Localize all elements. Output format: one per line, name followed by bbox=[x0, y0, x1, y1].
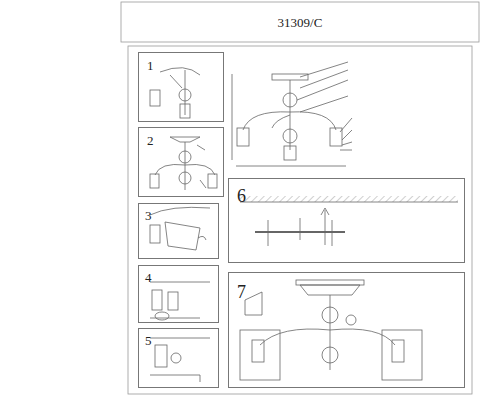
step-number: 2 bbox=[147, 134, 154, 147]
step-panel: 2 bbox=[138, 127, 224, 197]
step-panel: 7 bbox=[228, 272, 465, 388]
step-number: 1 bbox=[147, 59, 154, 72]
step-panel: 5 bbox=[138, 328, 219, 388]
step-panel: 6 bbox=[228, 178, 465, 263]
step-number: 4 bbox=[145, 271, 152, 284]
step-number: 5 bbox=[145, 334, 152, 347]
step-number: 7 bbox=[237, 283, 246, 301]
step-number: 3 bbox=[145, 209, 152, 222]
step-panel: 1 bbox=[138, 52, 224, 122]
step-number: 6 bbox=[237, 187, 246, 205]
model-number: 31309/C bbox=[278, 16, 323, 29]
step-panel: 4 bbox=[138, 265, 219, 323]
step-panel: 3 bbox=[138, 203, 219, 259]
